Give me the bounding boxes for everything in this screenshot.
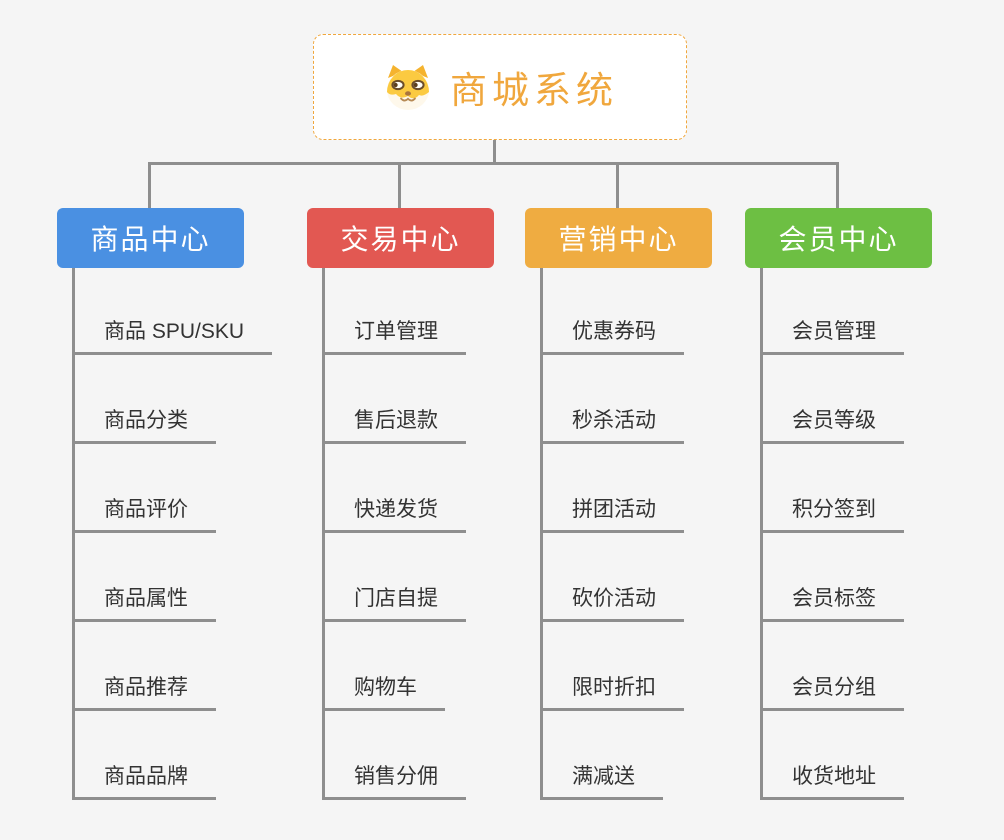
branch-node-trade-center[interactable]: 交易中心 (307, 208, 494, 268)
leaf-node[interactable]: 商品评价 (72, 493, 216, 533)
branch-marketing-center: 营销中心 优惠券码 秒杀活动 拼团活动 砍价活动 限时折扣 满减送 (525, 208, 712, 800)
branch-label: 会员中心 (778, 224, 899, 255)
root-node-mall-system[interactable]: 商城系统 (313, 34, 687, 140)
leaf-node[interactable]: 会员等级 (760, 404, 904, 444)
leaf-node[interactable]: 积分签到 (760, 493, 904, 533)
connector-drop (616, 162, 619, 210)
leaf-node[interactable]: 购物车 (322, 671, 445, 711)
leaf-node[interactable]: 商品分类 (72, 404, 216, 444)
branch-trunk-member: 会员管理 会员等级 积分签到 会员标签 会员分组 收货地址 (760, 268, 904, 800)
root-title: 商城系统 (450, 70, 618, 111)
leaf-node[interactable]: 会员管理 (760, 315, 904, 355)
leaf-node[interactable]: 拼团活动 (540, 493, 684, 533)
leaf-node[interactable]: 门店自提 (322, 582, 466, 622)
branch-member-center: 会员中心 会员管理 会员等级 积分签到 会员标签 会员分组 收货地址 (745, 208, 932, 800)
connector-drop (398, 162, 401, 210)
branch-label: 营销中心 (558, 224, 679, 255)
connector-drop (148, 162, 151, 210)
connector-root-trunk (493, 139, 496, 163)
dog-face-icon (387, 65, 429, 110)
branch-trunk-product: 商品 SPU/SKU 商品分类 商品评价 商品属性 商品推荐 商品品牌 (72, 268, 273, 800)
leaf-node[interactable]: 收货地址 (760, 760, 904, 800)
branch-label: 商品中心 (90, 224, 211, 255)
branch-trunk-marketing: 优惠券码 秒杀活动 拼团活动 砍价活动 限时折扣 满减送 (540, 268, 684, 800)
branch-product-center: 商品中心 商品 SPU/SKU 商品分类 商品评价 商品属性 商品推荐 商品品牌 (57, 208, 273, 800)
leaf-node[interactable]: 商品属性 (72, 582, 216, 622)
leaf-node[interactable]: 快递发货 (322, 493, 466, 533)
connector-drop (836, 162, 839, 210)
leaf-node[interactable]: 会员标签 (760, 582, 904, 622)
leaf-node[interactable]: 商品推荐 (72, 671, 216, 711)
branch-node-product-center[interactable]: 商品中心 (57, 208, 244, 268)
leaf-node[interactable]: 销售分佣 (322, 760, 466, 800)
branch-node-marketing-center[interactable]: 营销中心 (525, 208, 712, 268)
leaf-node[interactable]: 订单管理 (322, 315, 466, 355)
branch-node-member-center[interactable]: 会员中心 (745, 208, 932, 268)
leaf-node[interactable]: 商品 SPU/SKU (72, 315, 273, 355)
leaf-node[interactable]: 优惠券码 (540, 315, 684, 355)
leaf-node[interactable]: 秒杀活动 (540, 404, 684, 444)
leaf-node[interactable]: 砍价活动 (540, 582, 684, 622)
branch-trunk-trade: 订单管理 售后退款 快递发货 门店自提 购物车 销售分佣 (322, 268, 466, 800)
leaf-node[interactable]: 商品品牌 (72, 760, 216, 800)
branch-trade-center: 交易中心 订单管理 售后退款 快递发货 门店自提 购物车 销售分佣 (307, 208, 494, 800)
leaf-node[interactable]: 限时折扣 (540, 671, 684, 711)
leaf-node[interactable]: 满减送 (540, 760, 663, 800)
leaf-node[interactable]: 会员分组 (760, 671, 904, 711)
connector-bus (148, 162, 839, 165)
branch-label: 交易中心 (340, 224, 461, 255)
leaf-node[interactable]: 售后退款 (322, 404, 466, 444)
